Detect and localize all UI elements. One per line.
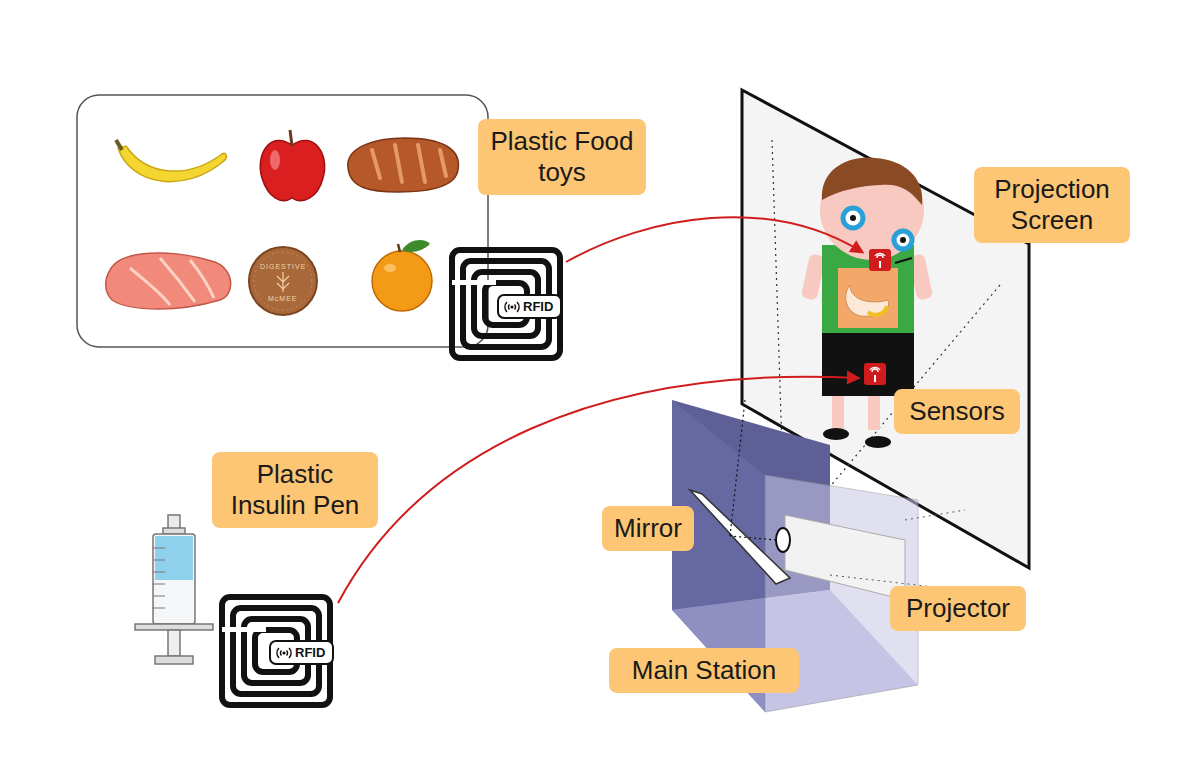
biscuit (254, 252, 312, 310)
label-text: Mirror (614, 513, 682, 544)
child-figure (846, 285, 889, 316)
insulin-pen (135, 624, 213, 630)
apple (290, 130, 292, 146)
sensor-icon (869, 249, 891, 271)
insulin-pen (168, 630, 180, 656)
label-text: Plastic Food toys (488, 126, 636, 188)
tag-text: RFID (295, 645, 325, 660)
sensor-icon (864, 363, 886, 385)
label-text: Main Station (632, 655, 777, 686)
signal-link (338, 217, 862, 603)
callout-label: Main Station (609, 648, 799, 693)
child-figure (900, 237, 906, 243)
child-figure (850, 215, 856, 221)
insulin-pen (135, 515, 213, 664)
label-text: Plastic Insulin Pen (222, 459, 368, 521)
child-figure (894, 231, 912, 249)
label-text: Projection Screen (984, 174, 1120, 236)
callout-label: Mirror (602, 506, 694, 551)
orange (402, 240, 430, 252)
projector (776, 528, 790, 552)
salmon (106, 253, 231, 309)
child-figure (832, 392, 844, 430)
wireless-icon (282, 651, 285, 654)
salmon (106, 253, 231, 309)
apple (270, 150, 280, 170)
signal-link (338, 377, 858, 603)
sensor-icon (875, 253, 885, 258)
wireless-icon (510, 305, 513, 308)
rfid-tag: RFID (269, 640, 334, 665)
child-figure (823, 428, 849, 440)
child-figure (868, 392, 880, 430)
insulin-pen (153, 534, 195, 624)
salmon (130, 258, 214, 305)
callout-label: Projection Screen (974, 167, 1130, 243)
callout-label: Plastic Food toys (478, 119, 646, 195)
print-text: McMEE (268, 295, 298, 302)
bread (348, 138, 459, 192)
mirror (730, 400, 776, 540)
sensor-icon (879, 261, 881, 268)
insulin-pen (153, 548, 165, 608)
wireless-icon (505, 302, 519, 312)
wireless-icon (504, 300, 520, 314)
insulin-pen (163, 528, 185, 534)
orange (372, 240, 432, 311)
banana (116, 140, 122, 150)
child-figure (838, 268, 898, 328)
tag-text: RFID (523, 299, 553, 314)
projector (785, 515, 905, 600)
apple (260, 130, 324, 201)
bread (348, 138, 459, 192)
food-panel (77, 95, 488, 347)
wireless-icon (276, 646, 292, 660)
callout-label: Projector (890, 586, 1026, 631)
rfid-tag: RFID (497, 294, 562, 319)
rfid-coil (452, 280, 496, 285)
rfid-coil (452, 250, 560, 358)
label-text: Projector (906, 593, 1010, 624)
sensor-icon (874, 375, 876, 382)
bread (372, 145, 446, 182)
rfid-coil (222, 627, 266, 632)
orange (384, 264, 396, 272)
child-figure (822, 330, 914, 396)
label-text: Sensors (909, 396, 1004, 427)
sensor-icon (864, 249, 891, 385)
banana (118, 146, 226, 182)
signal-link (566, 217, 862, 262)
child-figure (822, 158, 922, 205)
biscuit (277, 272, 289, 292)
child-figure (843, 208, 863, 228)
wireless-icon (277, 648, 291, 658)
sensor-icon (870, 367, 880, 372)
insulin-pen (155, 656, 193, 664)
print-text: DIGESTIVE (260, 263, 306, 270)
banana (116, 140, 226, 182)
callout-label: Sensors (894, 389, 1020, 434)
callout-label: Plastic Insulin Pen (212, 452, 378, 528)
child-figure (868, 306, 887, 315)
insulin-pen (155, 536, 193, 580)
child-figure (865, 436, 891, 448)
food-panel (77, 95, 488, 347)
orange (372, 251, 432, 311)
orange (398, 244, 400, 252)
child-figure (895, 258, 912, 263)
projector (776, 515, 905, 600)
apple (260, 140, 324, 200)
rfid-coil (452, 250, 560, 358)
biscuit (249, 247, 317, 315)
mirror (830, 510, 965, 590)
biscuit (249, 247, 317, 315)
